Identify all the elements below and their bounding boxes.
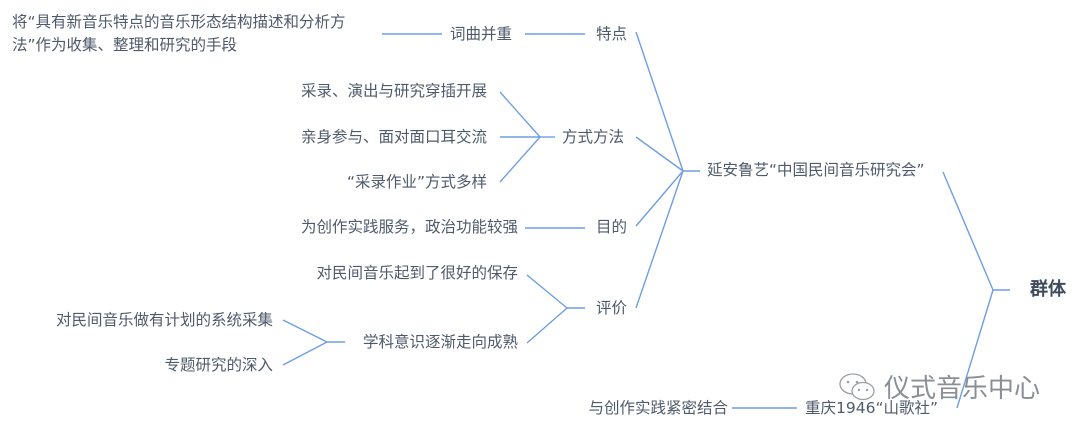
node-methods[interactable]: 方式方法 [562, 128, 625, 146]
node-purpose-child[interactable]: 为创作实践服务，政治功能较强 [300, 218, 518, 236]
node-method-item[interactable]: “采录作业”方式多样 [346, 173, 487, 191]
node-evaluation-item[interactable]: 对民间音乐起到了很好的保存 [316, 264, 518, 282]
node-evaluation[interactable]: 评价 [596, 299, 628, 317]
node-method-item[interactable]: 采录、演出与研究穿插开展 [300, 82, 487, 100]
node-features[interactable]: 特点 [596, 25, 628, 43]
watermark-text: 仪式音乐中心 [884, 374, 1041, 404]
node-purpose[interactable]: 目的 [596, 218, 628, 236]
node-evaluation-item[interactable]: 学科意识逐渐走向成熟 [362, 333, 518, 351]
node-chongqing[interactable]: 重庆1946“山歌社” [805, 399, 939, 417]
node-lyrics-music[interactable]: 词曲并重 [450, 25, 513, 43]
node-features-detail[interactable]: 将“具有新音乐特点的音乐形态结构描述和分析方 法”作为收集、整理和研究的手段 [12, 11, 346, 57]
node-yanan[interactable]: 延安鲁艺“中国民间音乐研究会” [707, 161, 925, 179]
node-discipline-item[interactable]: 专题研究的深入 [164, 356, 273, 374]
watermark: 仪式音乐中心 [838, 368, 1040, 405]
detail-line: 将“具有新音乐特点的音乐形态结构描述和分析方 [12, 13, 346, 31]
root-node[interactable]: 群体 [1030, 279, 1066, 300]
node-chongqing-child[interactable]: 与创作实践紧密结合 [588, 399, 728, 417]
detail-line: 法”作为收集、整理和研究的手段 [12, 36, 238, 54]
node-discipline-item[interactable]: 对民间音乐做有计划的系统采集 [55, 311, 273, 329]
wechat-icon [839, 372, 875, 400]
node-method-item[interactable]: 亲身参与、面对面口耳交流 [300, 128, 487, 146]
